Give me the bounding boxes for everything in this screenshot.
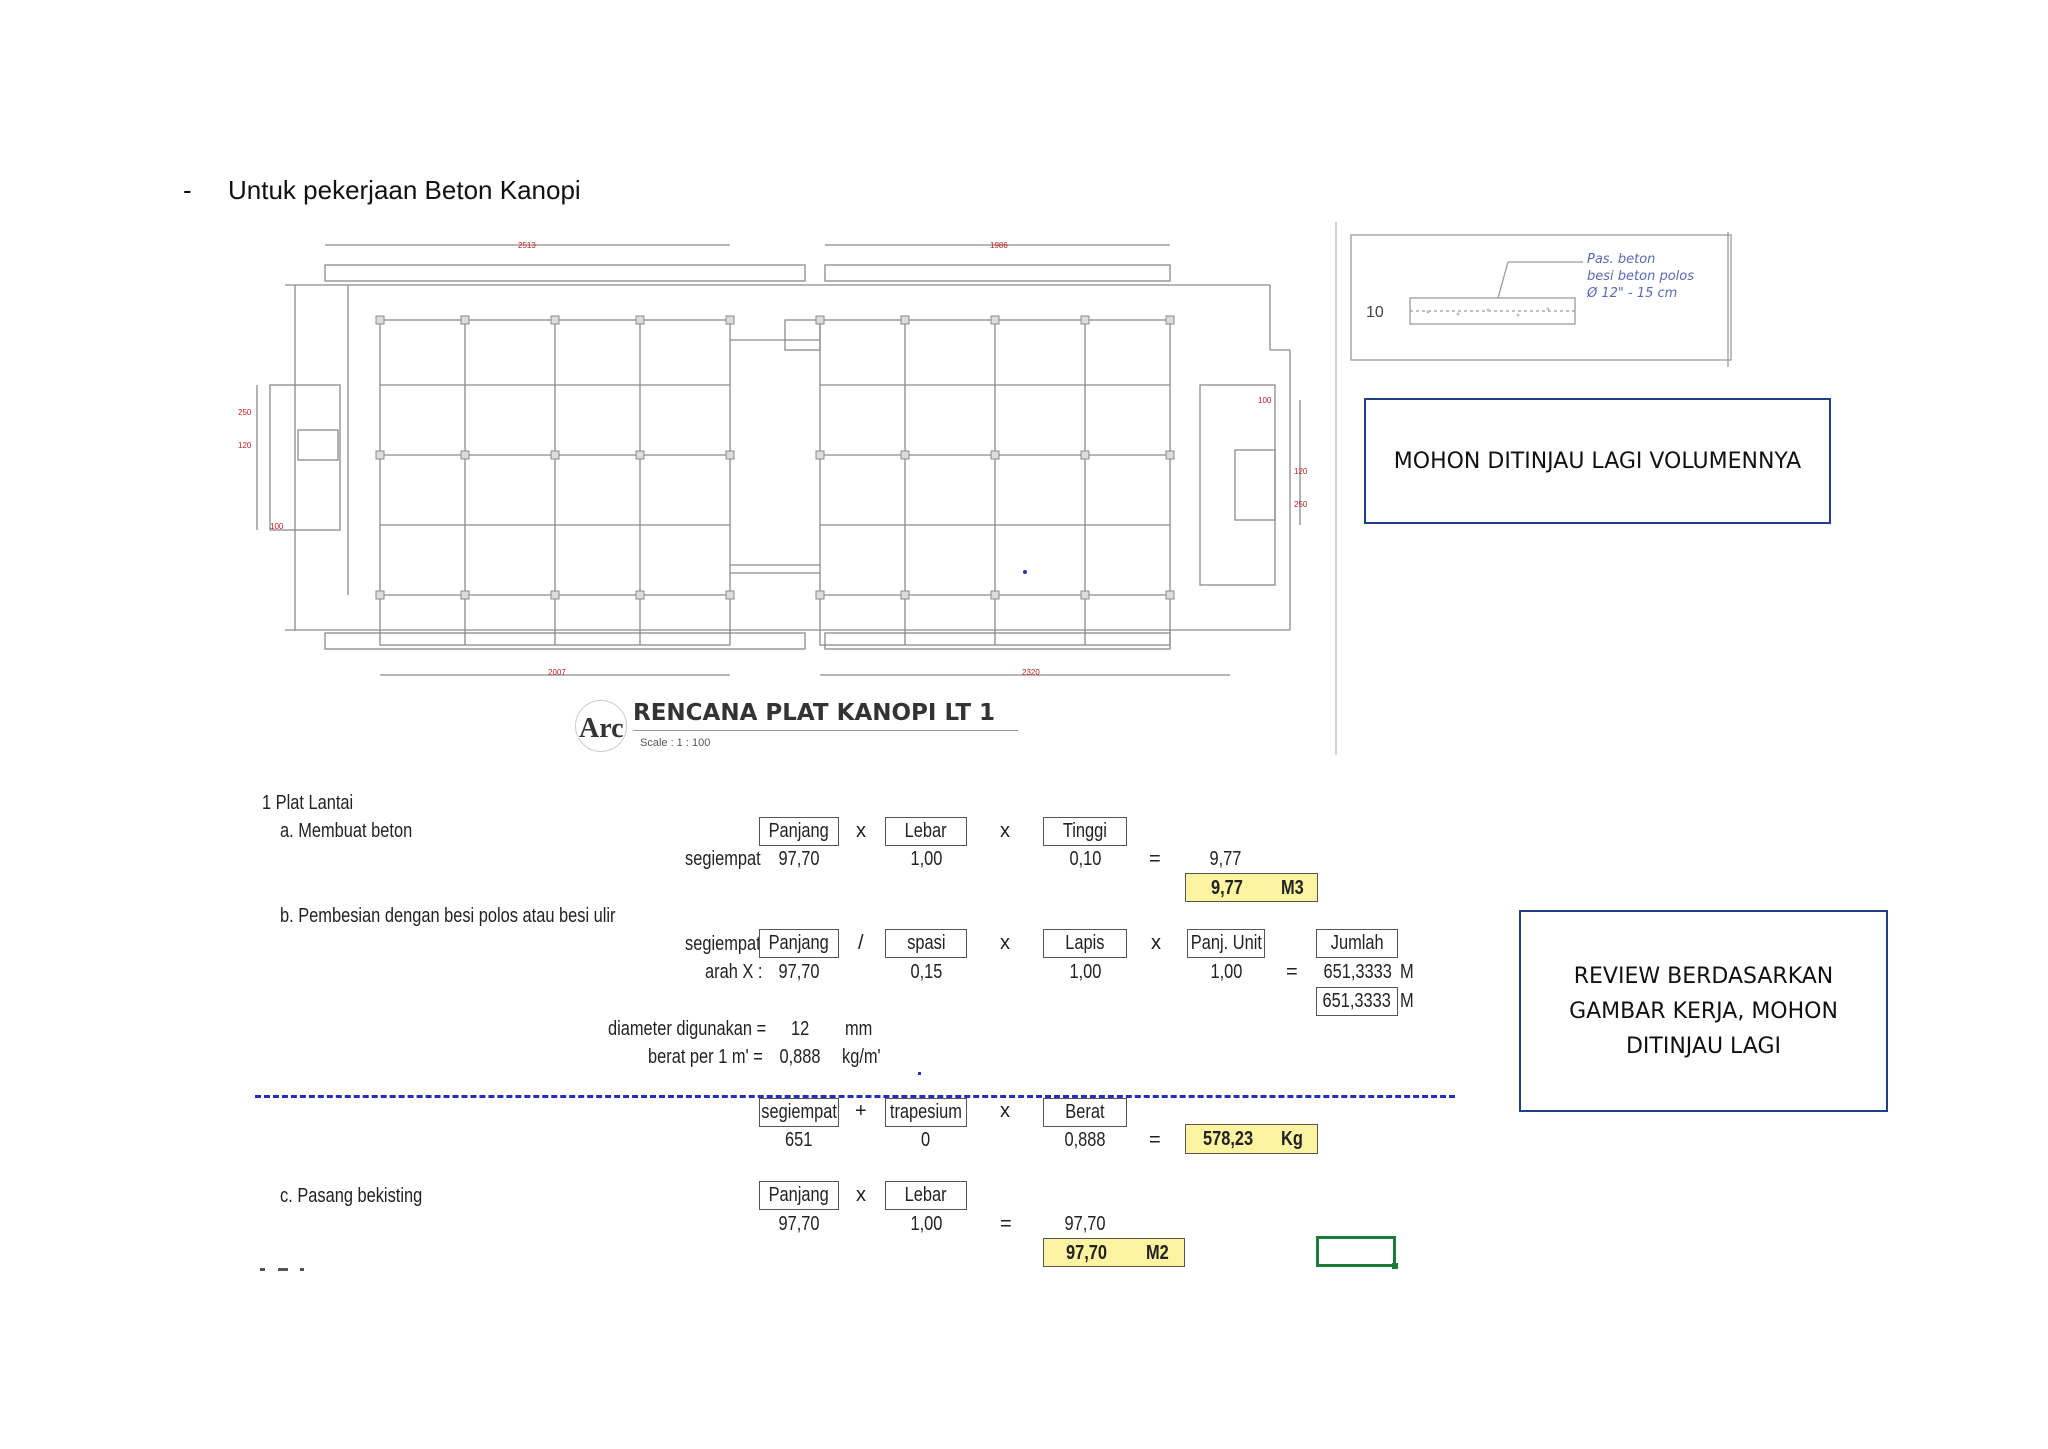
separator-dashed-line <box>255 1095 1455 1098</box>
value-berat: 0,888 <box>1064 1129 1106 1151</box>
section-label-line: Ø 12" - 15 cm <box>1587 286 1678 301</box>
review-note-volume: MOHON DITINJAU LAGI VOLUMENNYA <box>1364 398 1831 524</box>
row-label: segiempat <box>685 848 761 870</box>
value-tinggi: 0,10 <box>1069 848 1101 870</box>
formwork-total-value: 97,70 <box>1066 1242 1108 1264</box>
value-lapis: 1,00 <box>1069 961 1101 983</box>
header-lebar: Lebar <box>885 817 967 846</box>
canopy-floor-plan <box>256 244 1301 676</box>
slab-section-detail <box>1350 232 1732 367</box>
value-panjang: 97,70 <box>778 961 820 983</box>
operator: x <box>1151 932 1161 954</box>
operator: x <box>856 820 866 842</box>
rebar-total-value: 578,23 <box>1203 1128 1254 1150</box>
concrete-total: 9,77 M3 <box>1185 873 1318 902</box>
rebar-subtotal: 651,3333 <box>1316 987 1398 1016</box>
diameter-value: 12 <box>790 1018 810 1040</box>
section-title: 1 Plat Lantai <box>262 792 354 814</box>
concrete-total-value: 9,77 <box>1211 877 1243 899</box>
logo-circle <box>575 700 627 752</box>
heading-text: Untuk pekerjaan Beton Kanopi <box>228 175 581 205</box>
heading-bullet: - <box>183 175 192 205</box>
unit: M <box>1400 990 1414 1012</box>
formwork-total: 97,70 M2 <box>1043 1238 1185 1267</box>
operator: = <box>1149 848 1161 870</box>
operator: x <box>1000 932 1010 954</box>
header-trapesium: trapesium <box>885 1098 967 1127</box>
cut-off-row <box>260 1268 320 1273</box>
diameter-unit: mm <box>845 1018 873 1040</box>
dim-label: 2320 <box>1022 668 1040 677</box>
header-panjang: Panjang <box>759 1181 839 1210</box>
selected-cell[interactable] <box>1316 1236 1398 1269</box>
item-a-title: a. Membuat beton <box>280 820 413 842</box>
header-panj-unit: Panj. Unit <box>1187 929 1265 958</box>
value-trapesium: 0 <box>921 1129 931 1151</box>
operator: = <box>1149 1129 1161 1151</box>
operator: x <box>1000 820 1010 842</box>
value-panj-unit: 1,00 <box>1210 961 1242 983</box>
rebar-total: 578,23 Kg <box>1185 1124 1318 1154</box>
dim-label: 100 <box>1258 396 1272 405</box>
section-label: Pas. beton besi beton polos Ø 12" - 15 c… <box>1587 251 1694 302</box>
item-b-title: b. Pembesian dengan besi polos atau besi… <box>280 905 616 927</box>
header-spasi: spasi <box>885 929 967 958</box>
header-lapis: Lapis <box>1043 929 1127 958</box>
dim-label: 120 <box>238 441 252 450</box>
operator: x <box>1000 1100 1010 1122</box>
dim-label: 250 <box>238 408 252 417</box>
operator: = <box>1000 1213 1012 1235</box>
weight-unit: kg/m' <box>842 1046 881 1068</box>
plan-title: RENCANA PLAT KANOPI LT 1 <box>633 700 996 726</box>
dim-label: 2513 <box>518 241 536 250</box>
section-label-line: Pas. beton <box>1587 252 1656 267</box>
header-berat: Berat <box>1043 1098 1127 1127</box>
header-jumlah: Jumlah <box>1316 929 1398 958</box>
operator: / <box>858 932 864 954</box>
value-lebar: 1,00 <box>910 1213 942 1235</box>
operator: x <box>856 1184 866 1206</box>
header-panjang: Panjang <box>759 929 839 958</box>
plan-logo: Arc <box>579 713 624 744</box>
header-lebar: Lebar <box>885 1181 967 1210</box>
review-note-drawing: REVIEW BERDASARKAN GAMBAR KERJA, MOHON D… <box>1519 910 1888 1112</box>
header-segiempat: segiempat <box>759 1098 839 1127</box>
formwork-total-unit: M2 <box>1146 1242 1169 1264</box>
formwork-result: 97,70 <box>1064 1213 1106 1235</box>
value-panjang: 97,70 <box>778 1213 820 1235</box>
unit: M <box>1400 961 1414 983</box>
operator: = <box>1286 961 1298 983</box>
section-thickness: 10 <box>1366 304 1384 321</box>
stray-dot <box>918 1072 921 1075</box>
plan-scale: Scale : 1 : 100 <box>640 737 711 749</box>
rebar-total-unit: Kg <box>1281 1128 1303 1150</box>
section-label-line: besi beton polos <box>1587 269 1694 284</box>
weight-label: berat per 1 m' = <box>648 1046 763 1068</box>
row-label: segiempat <box>685 933 761 955</box>
value-jumlah: 651,3333 <box>1323 961 1392 983</box>
divider-line <box>1335 222 1337 755</box>
header-panjang: Panjang <box>759 817 839 846</box>
dim-label: 250 <box>1294 500 1308 509</box>
weight-value: 0,888 <box>779 1046 821 1068</box>
dim-label: 1986 <box>990 241 1008 250</box>
value-spasi: 0,15 <box>910 961 942 983</box>
item-c-title: c. Pasang bekisting <box>280 1185 423 1207</box>
dim-label: 120 <box>1294 467 1308 476</box>
operator: + <box>855 1100 867 1122</box>
value-panjang: 97,70 <box>778 848 820 870</box>
value-segiempat: 651 <box>785 1129 813 1151</box>
row-label: arah X : <box>705 961 763 983</box>
header-tinggi: Tinggi <box>1043 817 1127 846</box>
concrete-result: 9,77 <box>1209 848 1241 870</box>
title-underline <box>633 730 1018 731</box>
dim-label: 2007 <box>548 668 566 677</box>
dim-label: 100 <box>270 522 284 531</box>
diameter-label: diameter digunakan = <box>608 1018 767 1040</box>
concrete-total-unit: M3 <box>1281 877 1304 899</box>
value-lebar: 1,00 <box>910 848 942 870</box>
